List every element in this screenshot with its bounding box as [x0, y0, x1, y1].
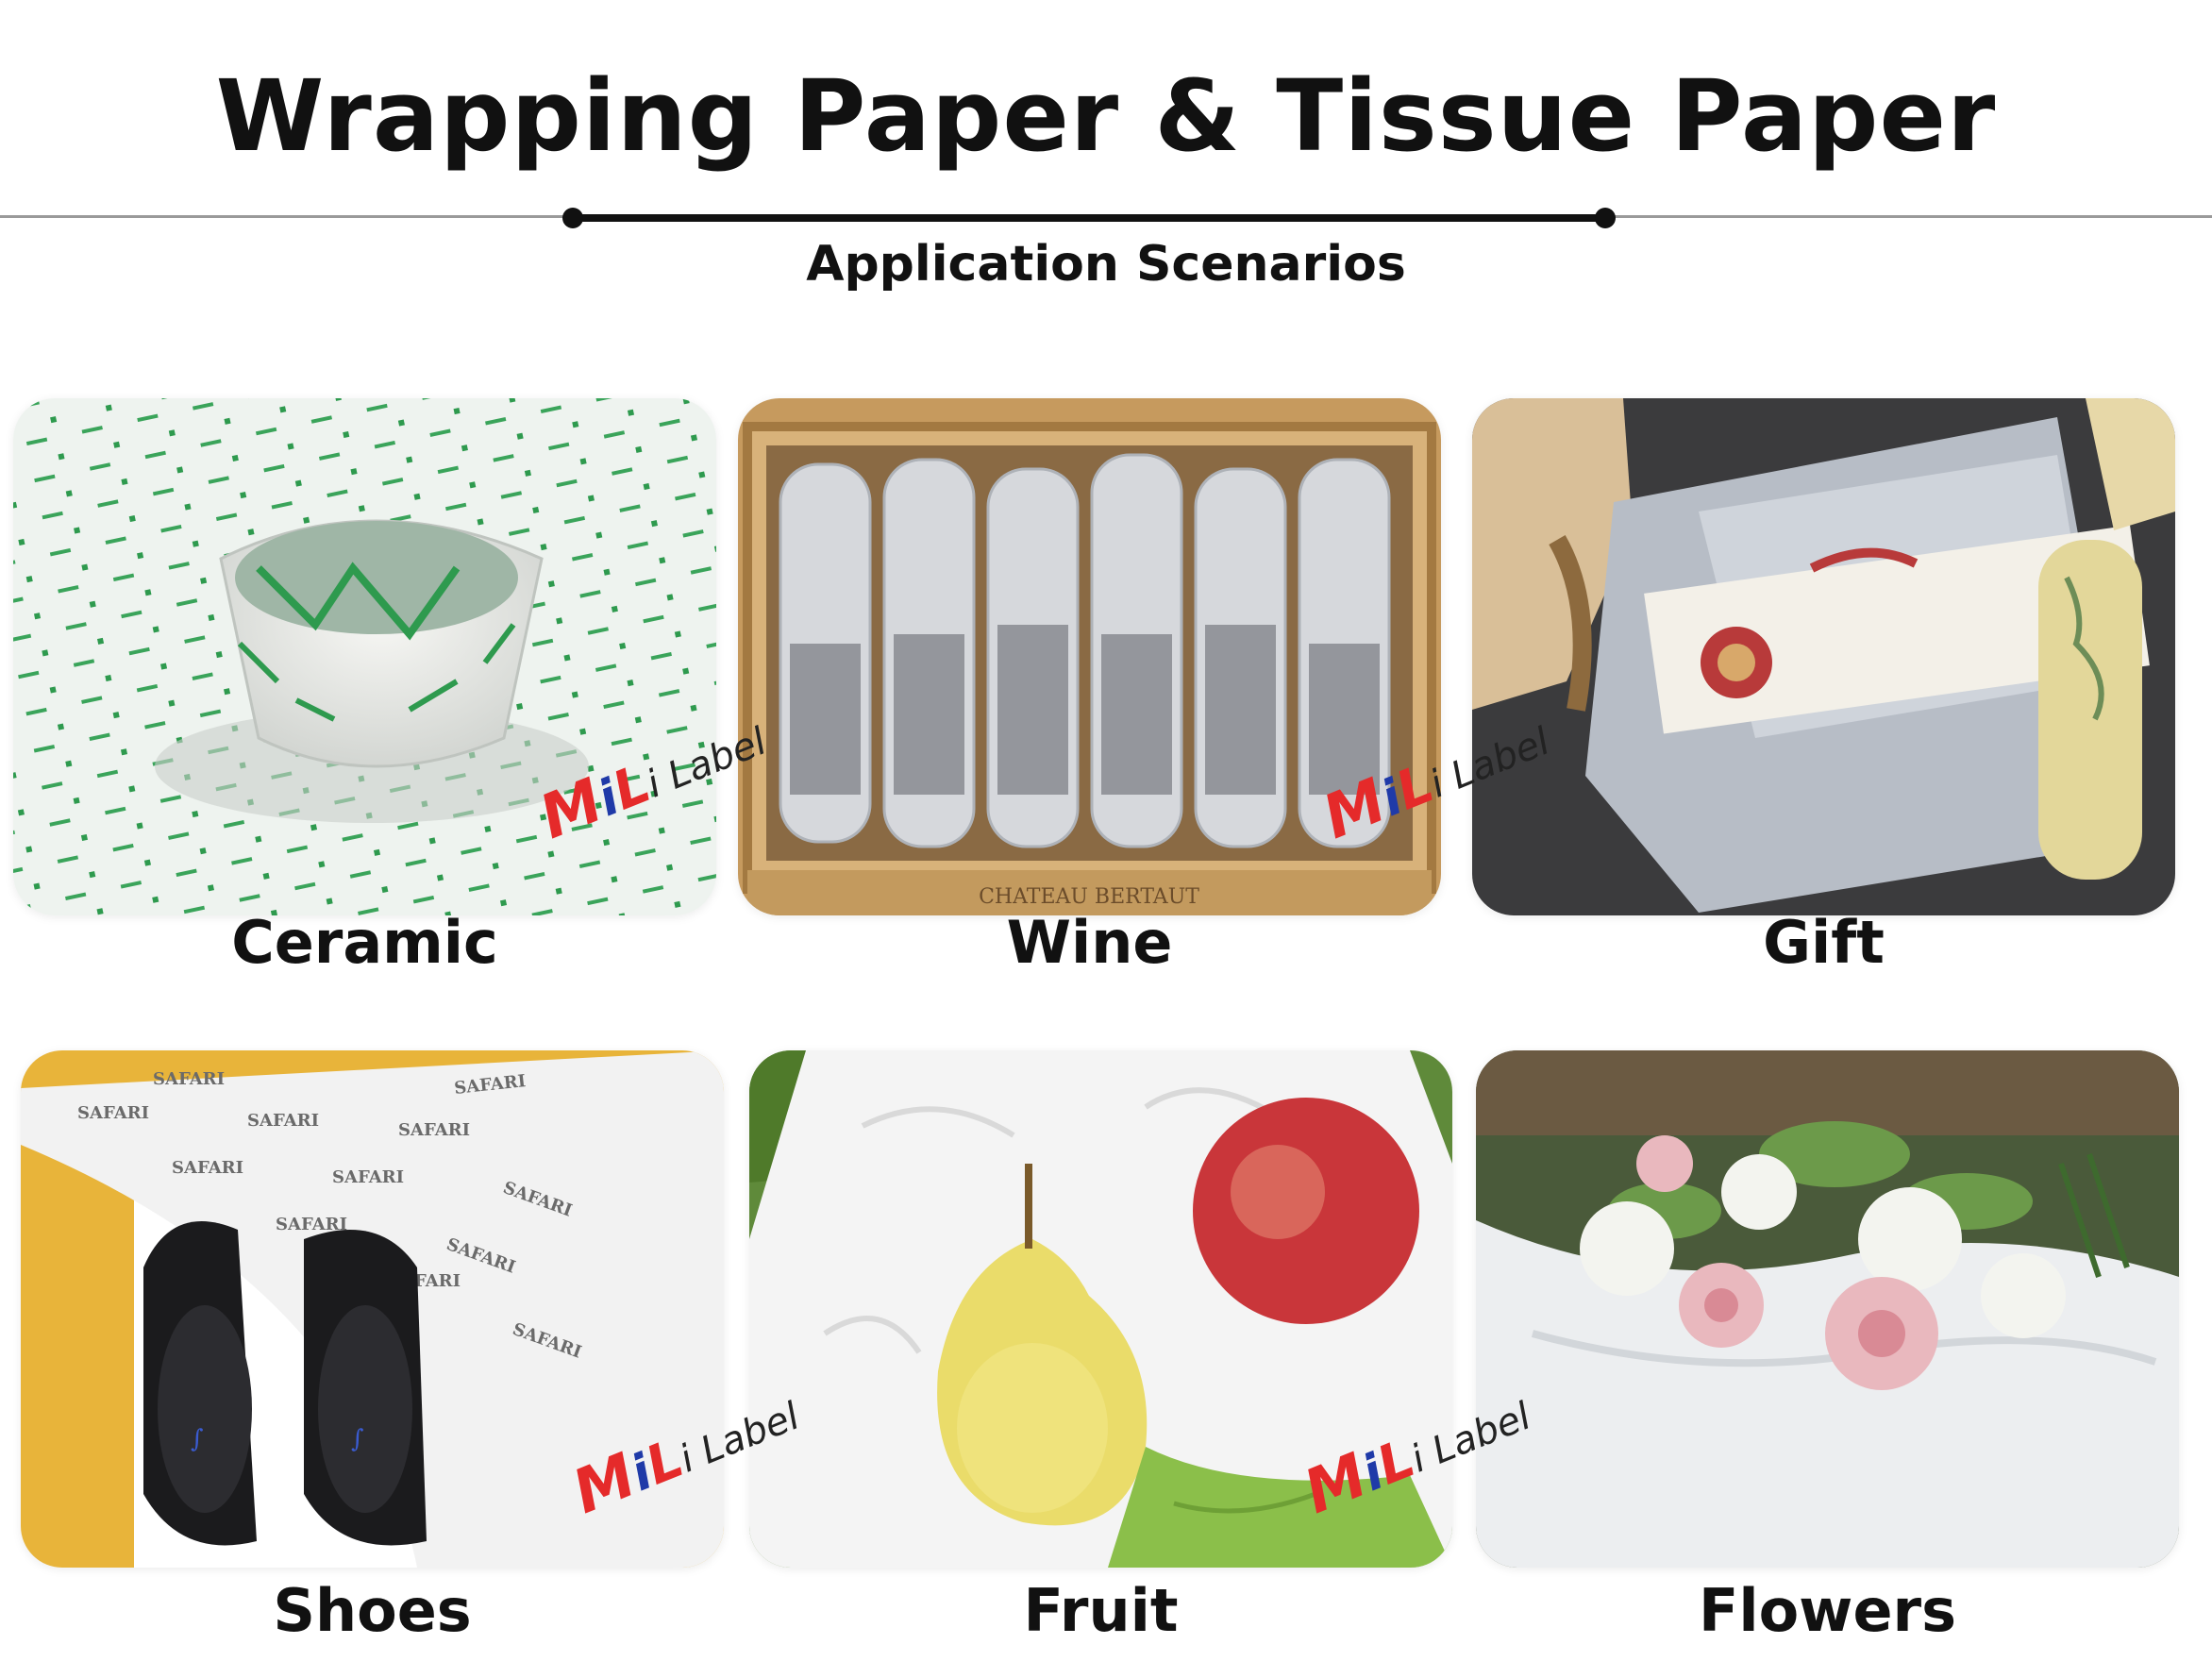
tissue-print: SAFARI [276, 1215, 347, 1234]
svg-text:∫: ∫ [191, 1425, 204, 1453]
tissue-print: SAFARI [247, 1111, 319, 1131]
scenario-image-gift [1472, 398, 2175, 915]
scenario-image-flowers [1476, 1050, 2179, 1568]
tissue-print: SAFARI [332, 1167, 404, 1187]
caption-gift: Gift [1763, 908, 1885, 977]
divider-dot-left [562, 208, 583, 228]
divider-accent [571, 214, 1607, 222]
tissue-print: SAFARI [77, 1103, 149, 1123]
tissue-print: SAFARI [153, 1069, 225, 1089]
page-subtitle: Application Scenarios [806, 236, 1406, 293]
tissue-print: SAFARI [172, 1158, 243, 1178]
scenario-image-ceramic [13, 398, 716, 915]
caption-ceramic: Ceramic [231, 908, 498, 977]
crate-text: CHATEAU BERTAUT [979, 885, 1199, 909]
caption-wine: Wine [1006, 908, 1173, 977]
caption-fruit: Fruit [1023, 1576, 1179, 1645]
scenario-image-shoes: SAFARI SAFARI SAFARI SAFARI SAFARI SAFAR… [21, 1050, 724, 1568]
divider-dot-right [1595, 208, 1616, 228]
scenario-image-wine: CHATEAU BERTAUT [738, 398, 1441, 915]
tissue-print: SAFARI [398, 1120, 470, 1140]
svg-text:∫: ∫ [351, 1425, 364, 1453]
caption-flowers: Flowers [1698, 1576, 1956, 1645]
caption-shoes: Shoes [273, 1576, 472, 1645]
page-title: Wrapping Paper & Tissue Paper [215, 59, 1997, 174]
scenario-image-fruit [749, 1050, 1452, 1568]
